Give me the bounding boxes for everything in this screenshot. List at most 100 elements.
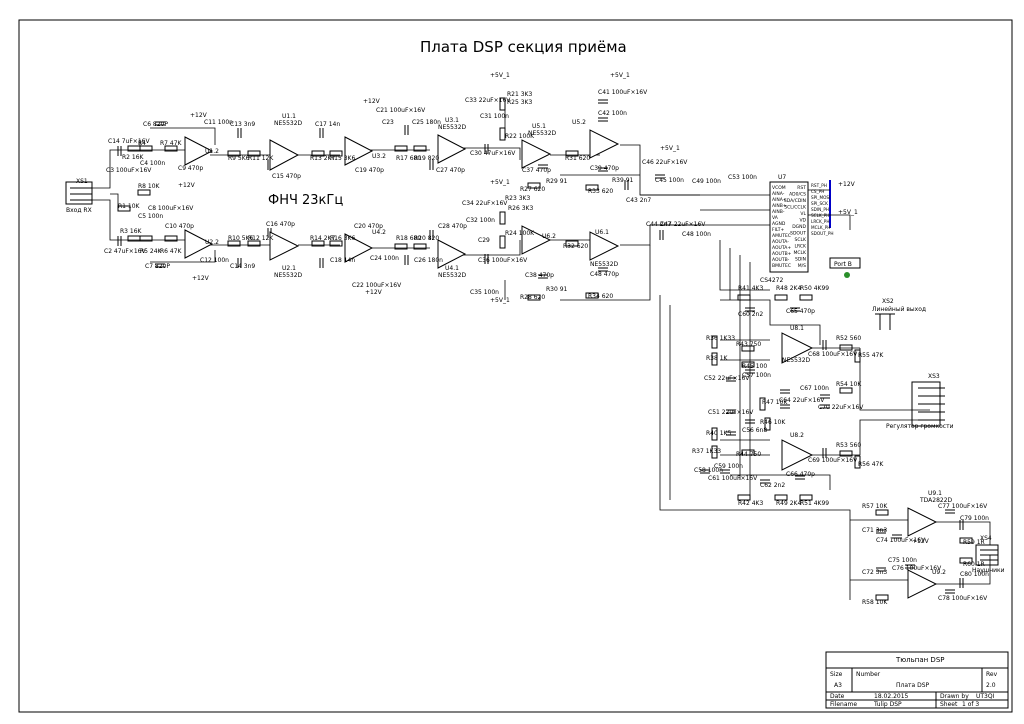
volume-connector: XS3 Регулятор громкости bbox=[886, 373, 954, 430]
svg-text:NE5532D: NE5532D bbox=[782, 357, 811, 364]
opamp-u6-1: U6.1 NE5532D bbox=[589, 229, 620, 268]
codec-pin-left: FILT+ bbox=[772, 227, 785, 233]
svg-text:U2.1: U2.1 bbox=[282, 265, 296, 272]
tb-size: A3 bbox=[834, 682, 842, 689]
label-c53: C53 100n bbox=[728, 174, 757, 181]
tb-number-label: Number bbox=[856, 671, 881, 678]
tb-date-label: Date bbox=[830, 693, 845, 700]
label-c8: C8 100uF×16V bbox=[148, 205, 194, 212]
codec-ref: U7 bbox=[778, 174, 786, 181]
label-r37: R37 1K33 bbox=[692, 448, 721, 455]
label-r23: R23 3K3 bbox=[505, 195, 530, 202]
title-block: Тюльпан DSP Size A3 Number Плата DSP Rev… bbox=[825, 651, 1009, 709]
label-c48b: C48 100n bbox=[682, 231, 711, 238]
label-r25: R25 3K3 bbox=[507, 99, 532, 106]
svg-text:Регулятор громкости: Регулятор громкости bbox=[886, 423, 954, 430]
label-c36: C36 100uF×16V bbox=[478, 257, 528, 264]
rail-p12-codec: +12V bbox=[838, 181, 856, 188]
rail-p12-u4: +12V bbox=[365, 289, 383, 296]
label-c39: C39 470p bbox=[590, 165, 619, 172]
label-r60: R60 1R bbox=[963, 561, 985, 568]
svg-text:U6.2: U6.2 bbox=[542, 233, 556, 240]
codec-pin-right: VD bbox=[799, 218, 806, 224]
opamp-u3-2: U3.2 bbox=[344, 136, 386, 166]
label-c21: C21 100uF×16V bbox=[376, 107, 426, 114]
label-c4: C4 100n bbox=[140, 160, 165, 167]
label-c47: C47 22uF×16V bbox=[660, 221, 706, 228]
label-c23: C23 bbox=[382, 119, 394, 126]
label-c52: C52 22uF×16V bbox=[704, 375, 750, 382]
label-c65: C65 470p bbox=[786, 308, 815, 315]
svg-text:U2.2: U2.2 bbox=[205, 239, 219, 246]
svg-text:TDA2822D: TDA2822D bbox=[919, 497, 953, 504]
label-c60: C60 2n2 bbox=[738, 311, 763, 318]
label-r32: R32 620 bbox=[563, 243, 588, 250]
label-r43: R43 750 bbox=[736, 341, 761, 348]
label-c68: C68 100uF×16V bbox=[808, 351, 858, 358]
rail-p12-mid: +12V bbox=[178, 182, 196, 189]
label-c61: C61 100uF×16V bbox=[708, 475, 758, 482]
tb-size-label: Size bbox=[830, 671, 843, 678]
label-r36: R36 1K33 bbox=[706, 335, 735, 342]
tb-filename: Tulip DSP bbox=[873, 701, 902, 708]
svg-text:NE5532D: NE5532D bbox=[590, 261, 619, 268]
input-connector-ref: XS1 bbox=[76, 178, 88, 185]
label-r53: R53 560 bbox=[836, 442, 861, 449]
svg-text:XS2: XS2 bbox=[882, 298, 894, 305]
tb-company: Тюльпан DSP bbox=[895, 656, 945, 664]
label-c80: C80 100n bbox=[960, 571, 989, 578]
opamp-u8-2: U8.2 bbox=[781, 432, 814, 471]
rail-p12-top: +12V bbox=[190, 112, 208, 119]
codec-pin-left: AOUTB+ bbox=[772, 251, 792, 257]
rail-p5-u5-2: +5V_1 bbox=[610, 72, 630, 79]
svg-text:U5.2: U5.2 bbox=[572, 119, 586, 126]
label-c46: C46 22uF×16V bbox=[642, 159, 688, 166]
codec-u7: U7 CS4272 VCOMAINA-AINA+AINB+AINB-VAAGND… bbox=[760, 174, 809, 284]
label-r51: R51 4K99 bbox=[800, 500, 829, 507]
input-connector-label: Вход RX bbox=[66, 207, 92, 214]
label-c30: C30 47uF×16V bbox=[470, 150, 516, 157]
label-c16: C16 470p bbox=[266, 221, 295, 228]
tb-number: Плата DSP bbox=[896, 682, 930, 689]
label-c35: C35 100n bbox=[470, 289, 499, 296]
bus-net-label: RST_PH bbox=[811, 183, 827, 188]
codec-pin-left: AINA+ bbox=[772, 197, 787, 203]
label-c59: C59 100n bbox=[714, 463, 743, 470]
label-c41: C41 100uF×16V bbox=[598, 89, 648, 96]
label-c77: C77 100uF×16V bbox=[938, 503, 988, 510]
codec-pin-left: VA bbox=[772, 215, 779, 221]
label-c67: C67 100n bbox=[800, 385, 829, 392]
label-c14b: C14 3n9 bbox=[230, 263, 255, 270]
bus-net-label: CS_PH bbox=[811, 189, 824, 194]
svg-text:U3.2: U3.2 bbox=[372, 153, 386, 160]
svg-text:NE5532D: NE5532D bbox=[274, 272, 303, 279]
label-c72: C72 3n3 bbox=[862, 569, 887, 576]
label-c12: C12 100n bbox=[200, 257, 229, 264]
label-r55: R55 47K bbox=[858, 352, 884, 359]
label-c19: C19 470p bbox=[355, 167, 384, 174]
label-c57: C57 100n bbox=[742, 372, 771, 379]
svg-text:Port B: Port B bbox=[834, 261, 852, 268]
label-c9: C9 470p bbox=[178, 165, 203, 172]
svg-text:U1.2: U1.2 bbox=[205, 148, 219, 155]
label-r14: R14 2K7 bbox=[310, 235, 335, 242]
label-r48: R48 2K4 bbox=[776, 285, 801, 292]
bus-net-label: SPI_MOSI bbox=[811, 195, 830, 200]
label-c7: C7 820P bbox=[145, 263, 170, 270]
label-r8: R8 10K bbox=[138, 183, 161, 190]
bus-net-label: LRCK_PH bbox=[811, 219, 829, 224]
label-c29: C29 bbox=[478, 237, 490, 244]
rail-p12-amp: +12V bbox=[912, 538, 930, 545]
label-c71: C71 3n3 bbox=[862, 527, 887, 534]
svg-text:Линейный выход: Линейный выход bbox=[872, 306, 926, 313]
label-c37: C37 470p bbox=[522, 167, 551, 174]
label-c2: C2 47uF×16V bbox=[104, 248, 146, 255]
svg-text:NE5532D: NE5532D bbox=[528, 130, 557, 137]
label-r34: R34 620 bbox=[588, 293, 613, 300]
codec-pin-left: AOUTA+ bbox=[772, 245, 791, 251]
label-c13: C13 3n9 bbox=[230, 121, 255, 128]
label-r1: R1 10K bbox=[118, 203, 141, 210]
label-r50: R50 4K99 bbox=[800, 285, 829, 292]
port-b-label: Port B bbox=[829, 257, 861, 278]
label-r9: R9 5K6 bbox=[228, 155, 250, 162]
